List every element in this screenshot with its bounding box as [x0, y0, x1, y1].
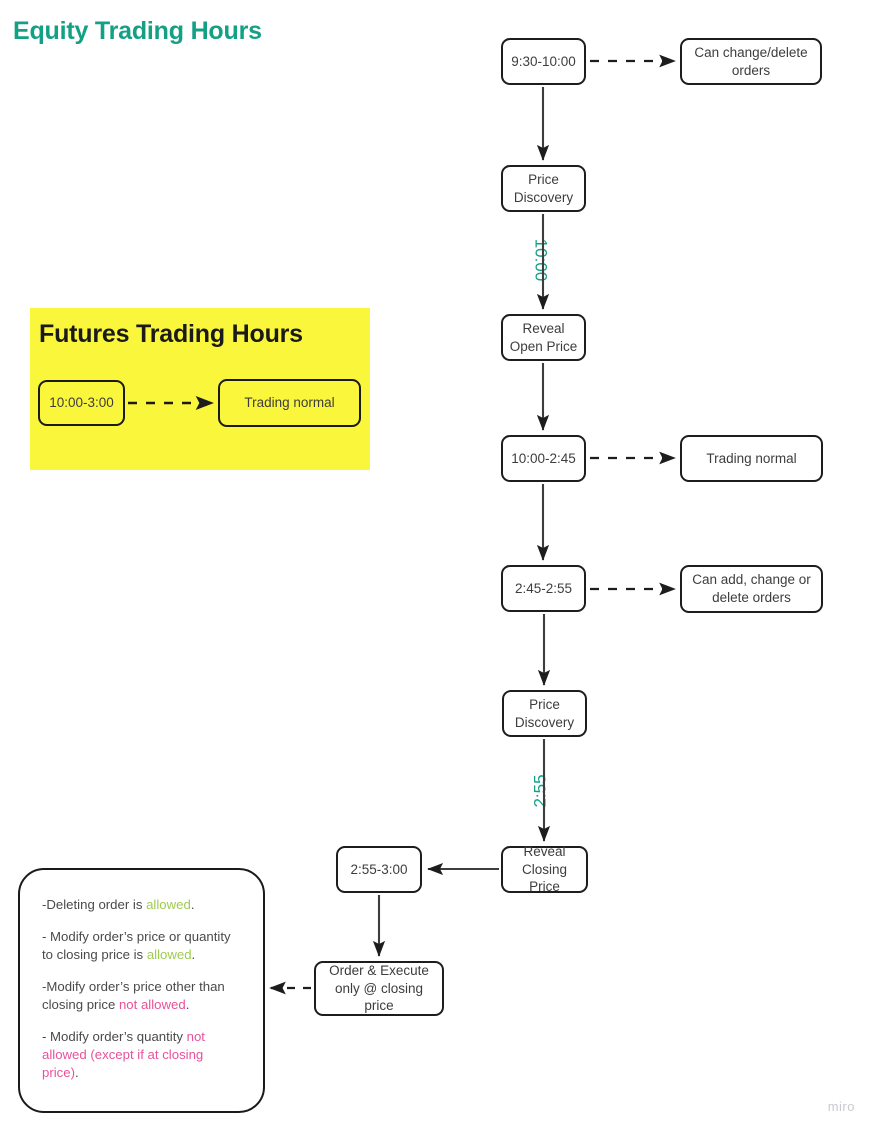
node-session1-note[interactable]: Can change/delete orders [680, 38, 822, 85]
note-item: -Modify order’s price other than closing… [42, 978, 241, 1014]
note-item: - Modify order’s price or quantity to cl… [42, 928, 241, 964]
node-reveal-closing-price[interactable]: Reveal Closing Price [501, 843, 588, 894]
note-item: -Deleting order is allowed. [42, 896, 241, 914]
futures-panel-title: Futures Trading Hours [39, 320, 303, 348]
node-session3-note[interactable]: Can add, change or delete orders [680, 565, 823, 613]
edge-label-open-auction-time: 10:00 [531, 238, 551, 282]
reveal-close-line-1: Reveal [523, 843, 566, 859]
futures-result-node[interactable]: Trading normal [218, 379, 361, 427]
node-price-discovery-close[interactable]: Price Discovery [502, 690, 587, 737]
reveal-open-line-1: Reveal [522, 320, 565, 336]
note-highlight: allowed [146, 897, 191, 912]
note-text-post: . [185, 996, 190, 1012]
node-session2-note[interactable]: Trading normal [680, 435, 823, 482]
note-text-post: . [190, 897, 195, 912]
miro-watermark: miro [827, 1099, 855, 1114]
edge-label-close-auction-time: 2:55 [530, 774, 550, 808]
note-text-pre: - Modify order’s quantity [42, 1028, 187, 1044]
order-execute-line-2: only @ closing price [335, 980, 423, 1014]
node-order-execute[interactable]: Order & Execute only @ closing price [314, 961, 444, 1016]
node-session-255-300[interactable]: 2:55-3:00 [336, 846, 422, 893]
order-execute-line-1: Order & Execute [329, 962, 429, 978]
note-text-post: . [74, 1064, 79, 1080]
note-text-pre: - Modify order’s price or quantity to cl… [42, 928, 231, 962]
node-reveal-open-price[interactable]: Reveal Open Price [501, 314, 586, 361]
note-text-pre: -Deleting order is [42, 897, 147, 912]
reveal-close-line-2: Closing Price [521, 861, 568, 895]
note-text-pre: -Modify order’s price other than closing… [42, 978, 225, 1012]
note-text-post: . [191, 946, 196, 962]
note-highlight: not allowed [118, 996, 186, 1012]
futures-trading-hours-panel [30, 308, 370, 470]
page-title: Equity Trading Hours [13, 17, 262, 45]
node-price-discovery-open[interactable]: Price Discovery [501, 165, 586, 212]
node-session-930-1000[interactable]: 9:30-10:00 [501, 38, 586, 85]
closing-auction-rules-panel: -Deleting order is allowed. - Modify ord… [18, 868, 265, 1113]
futures-time-node[interactable]: 10:00-3:00 [38, 380, 125, 426]
node-session-1000-245[interactable]: 10:00-2:45 [501, 435, 586, 482]
note-highlight: allowed [146, 946, 192, 962]
reveal-open-line-2: Open Price [509, 338, 578, 354]
note-item: - Modify order’s quantity not allowed (e… [42, 1028, 241, 1082]
note-highlight: not allowed (except if at closing price) [42, 1028, 205, 1080]
node-session-245-255[interactable]: 2:45-2:55 [501, 565, 586, 612]
